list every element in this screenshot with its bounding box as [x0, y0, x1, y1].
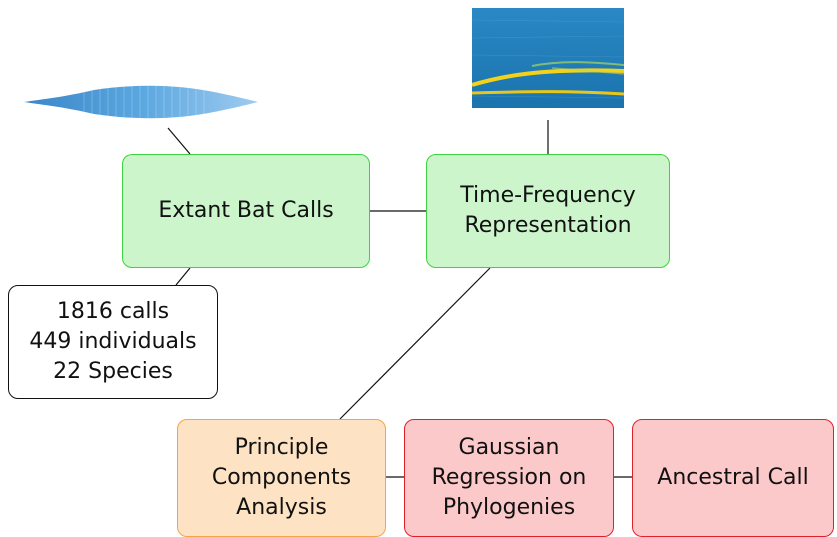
ancestral-call-node: Ancestral Call: [632, 419, 834, 537]
pca-line-3: Analysis: [236, 495, 327, 520]
waveform-image: [24, 84, 258, 120]
spectrogram-image: [472, 8, 624, 108]
connector-timefreq-to-pca: [339, 267, 491, 420]
time-frequency-line-1: Time-Frequency: [460, 183, 636, 208]
stats-line-calls: 1816 calls: [56, 299, 170, 324]
connector-extant-to-stats: [175, 267, 191, 286]
stats-line-species: 22 Species: [53, 359, 173, 384]
gaussian-line-2: Regression on: [431, 465, 587, 490]
stats-line-individuals: 449 individuals: [29, 329, 197, 354]
gaussian-line-3: Phylogenies: [442, 495, 576, 520]
pca-line-2: Components: [211, 465, 352, 490]
ancestral-call-label: Ancestral Call: [657, 465, 809, 490]
connector-waveform-to-extant: [167, 127, 191, 155]
gaussian-line-1: Gaussian: [458, 435, 560, 460]
extant-bat-calls-node: Extant Bat Calls: [122, 154, 370, 268]
time-frequency-line-2: Representation: [464, 213, 632, 238]
pca-node: Principle Components Analysis: [177, 419, 386, 537]
stats-node: 1816 calls 449 individuals 22 Species: [8, 285, 218, 399]
pca-line-1: Principle: [234, 435, 329, 460]
time-frequency-node: Time-Frequency Representation: [426, 154, 670, 268]
extant-bat-calls-label: Extant Bat Calls: [158, 198, 334, 223]
gaussian-regression-node: Gaussian Regression on Phylogenies: [404, 419, 614, 537]
